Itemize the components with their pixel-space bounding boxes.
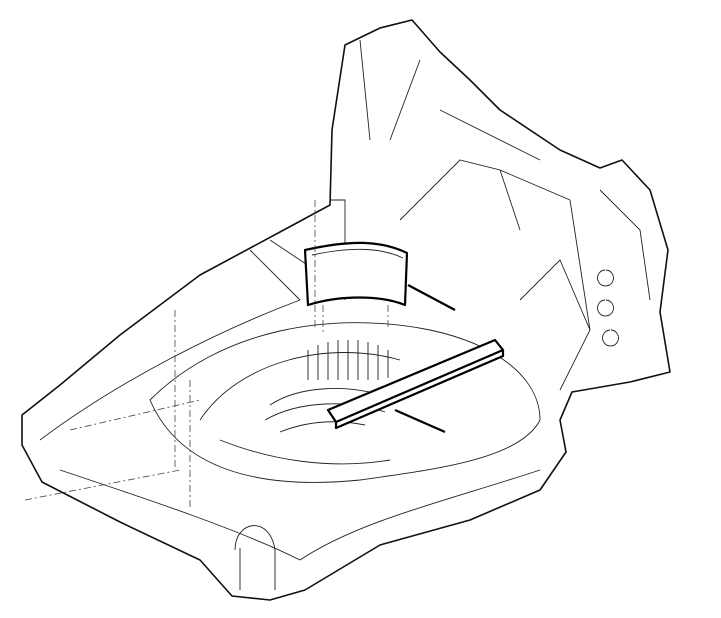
bar-strip [326,338,505,434]
foam-block [303,241,456,335]
deck-housing [21,19,671,601]
guide-lines [24,200,316,510]
